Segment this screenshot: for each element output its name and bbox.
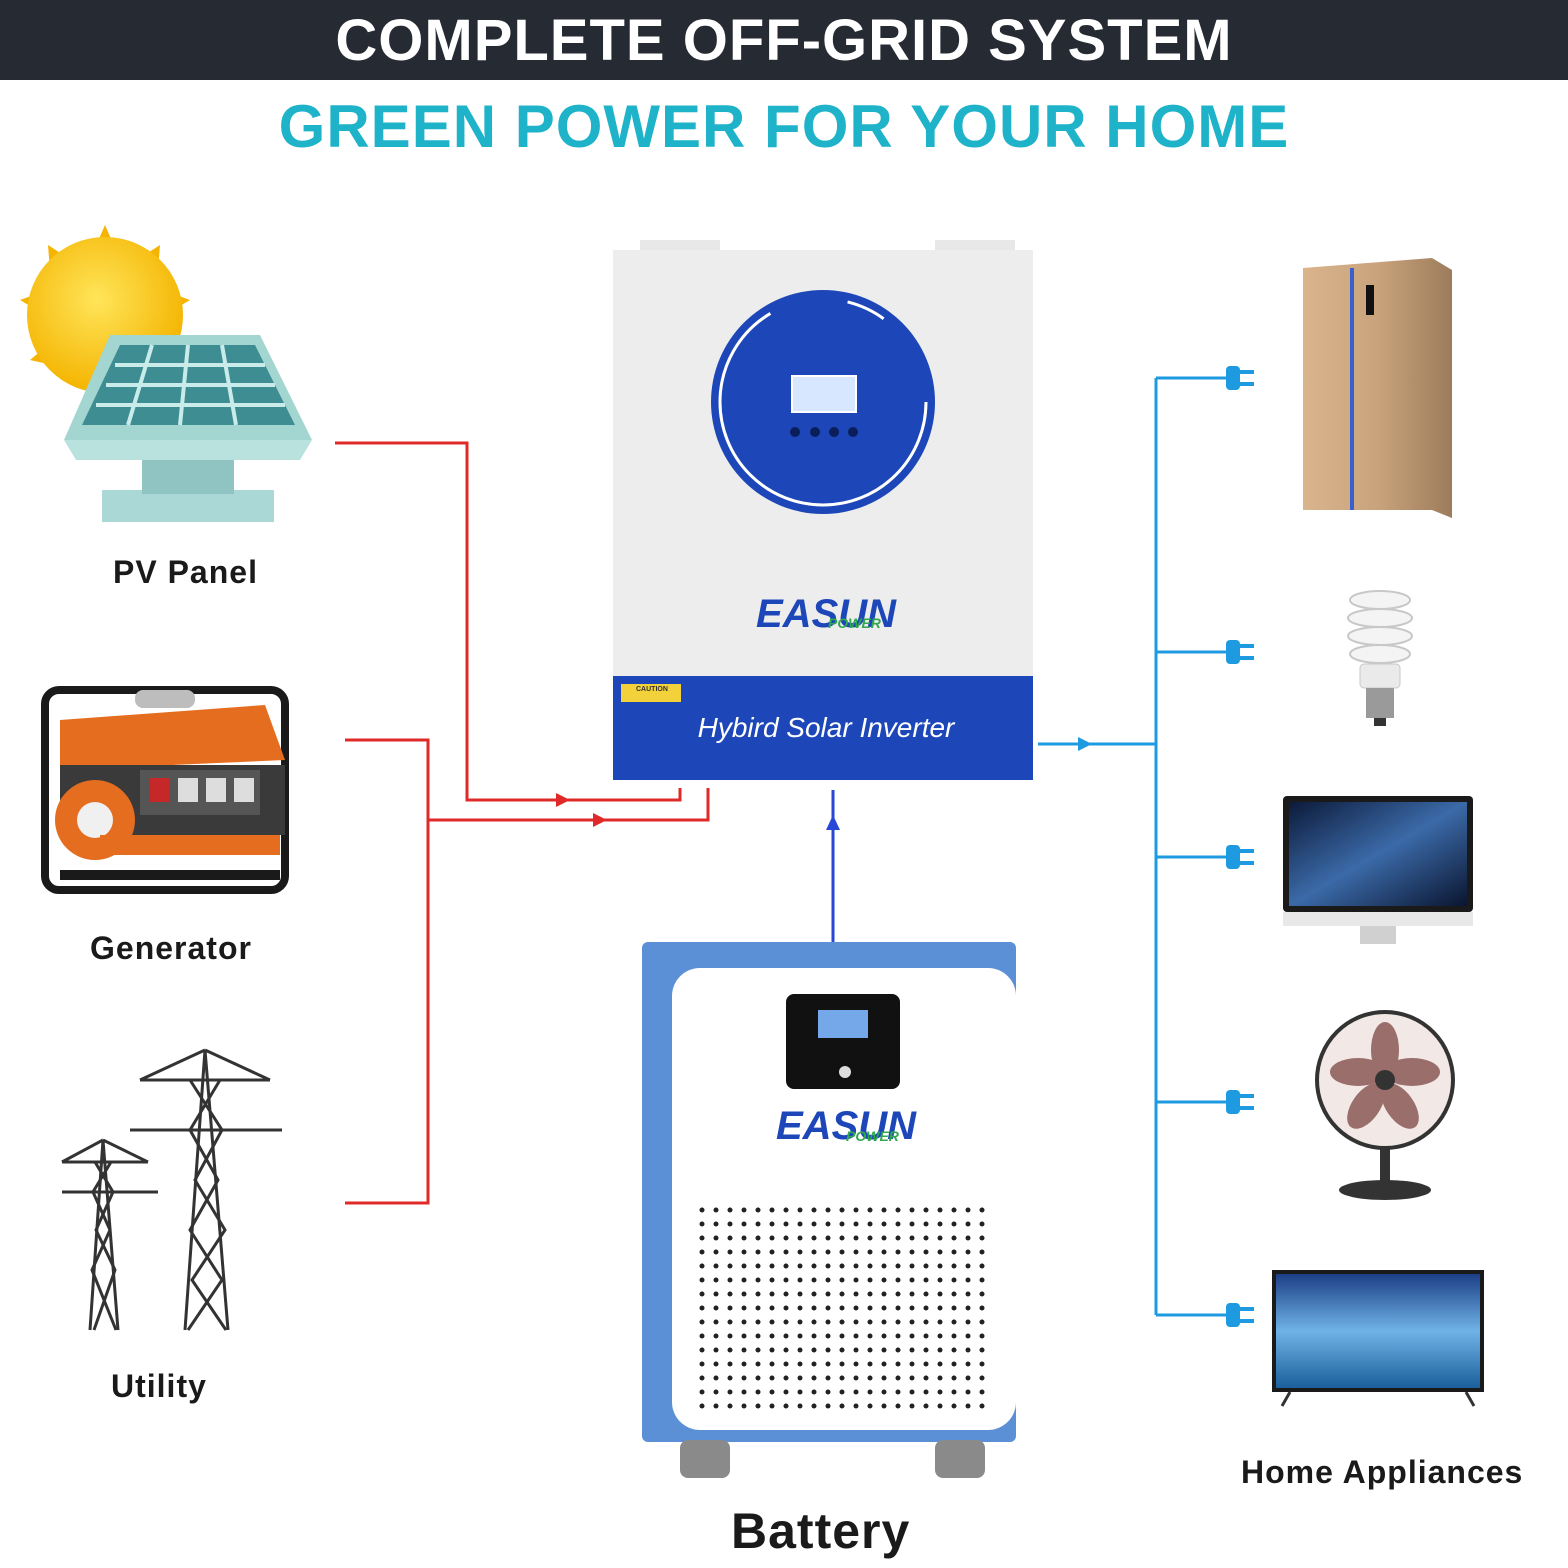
output-arrow [1078, 737, 1092, 751]
refrigerator-icon [1303, 258, 1452, 518]
plug-icons [1226, 366, 1254, 1327]
caution-label: CAUTION [636, 686, 668, 693]
page-title: COMPLETE OFF-GRID SYSTEM [335, 7, 1233, 73]
power-pylon-icon [61, 1048, 282, 1331]
plug-icon [1226, 1303, 1254, 1327]
output-lines [1038, 376, 1230, 1317]
plug-icon [1226, 1090, 1254, 1114]
inverter-brand-sub: POWER [828, 615, 881, 631]
utility-label: Utility [111, 1368, 207, 1404]
generator-icon [41, 686, 289, 894]
plug-icon [1226, 366, 1254, 390]
inverter-brand-logo: EASUN [756, 592, 897, 636]
home-appliances-label: Home Appliances [1241, 1454, 1524, 1490]
battery-brand-sub: POWER [846, 1128, 899, 1144]
inverter-name: Hybird Solar Inverter [697, 712, 955, 743]
monitor-icon [1283, 796, 1473, 944]
pv-arrow [556, 793, 570, 807]
header-bar: COMPLETE OFF-GRID SYSTEM [0, 0, 1568, 80]
generator-arrow [593, 813, 607, 827]
light-bulb-icon [1347, 590, 1413, 726]
battery-unit [642, 942, 1016, 1478]
plug-icon [1226, 845, 1254, 869]
generator-label: Generator [90, 930, 252, 966]
battery-brand-logo: EASUN [776, 1104, 917, 1148]
plug-icon [1226, 640, 1254, 664]
fan-icon [1315, 1010, 1455, 1200]
pv-panel-label: PV Panel [113, 554, 258, 590]
battery-line [826, 790, 840, 942]
battery-label: Battery [731, 1503, 911, 1559]
inverter-unit [613, 240, 1033, 780]
solar-panel-icon [64, 335, 312, 522]
tv-icon [1272, 1270, 1484, 1407]
input-lines [335, 441, 710, 1205]
page-subtitle: GREEN POWER FOR YOUR HOME [278, 93, 1290, 160]
